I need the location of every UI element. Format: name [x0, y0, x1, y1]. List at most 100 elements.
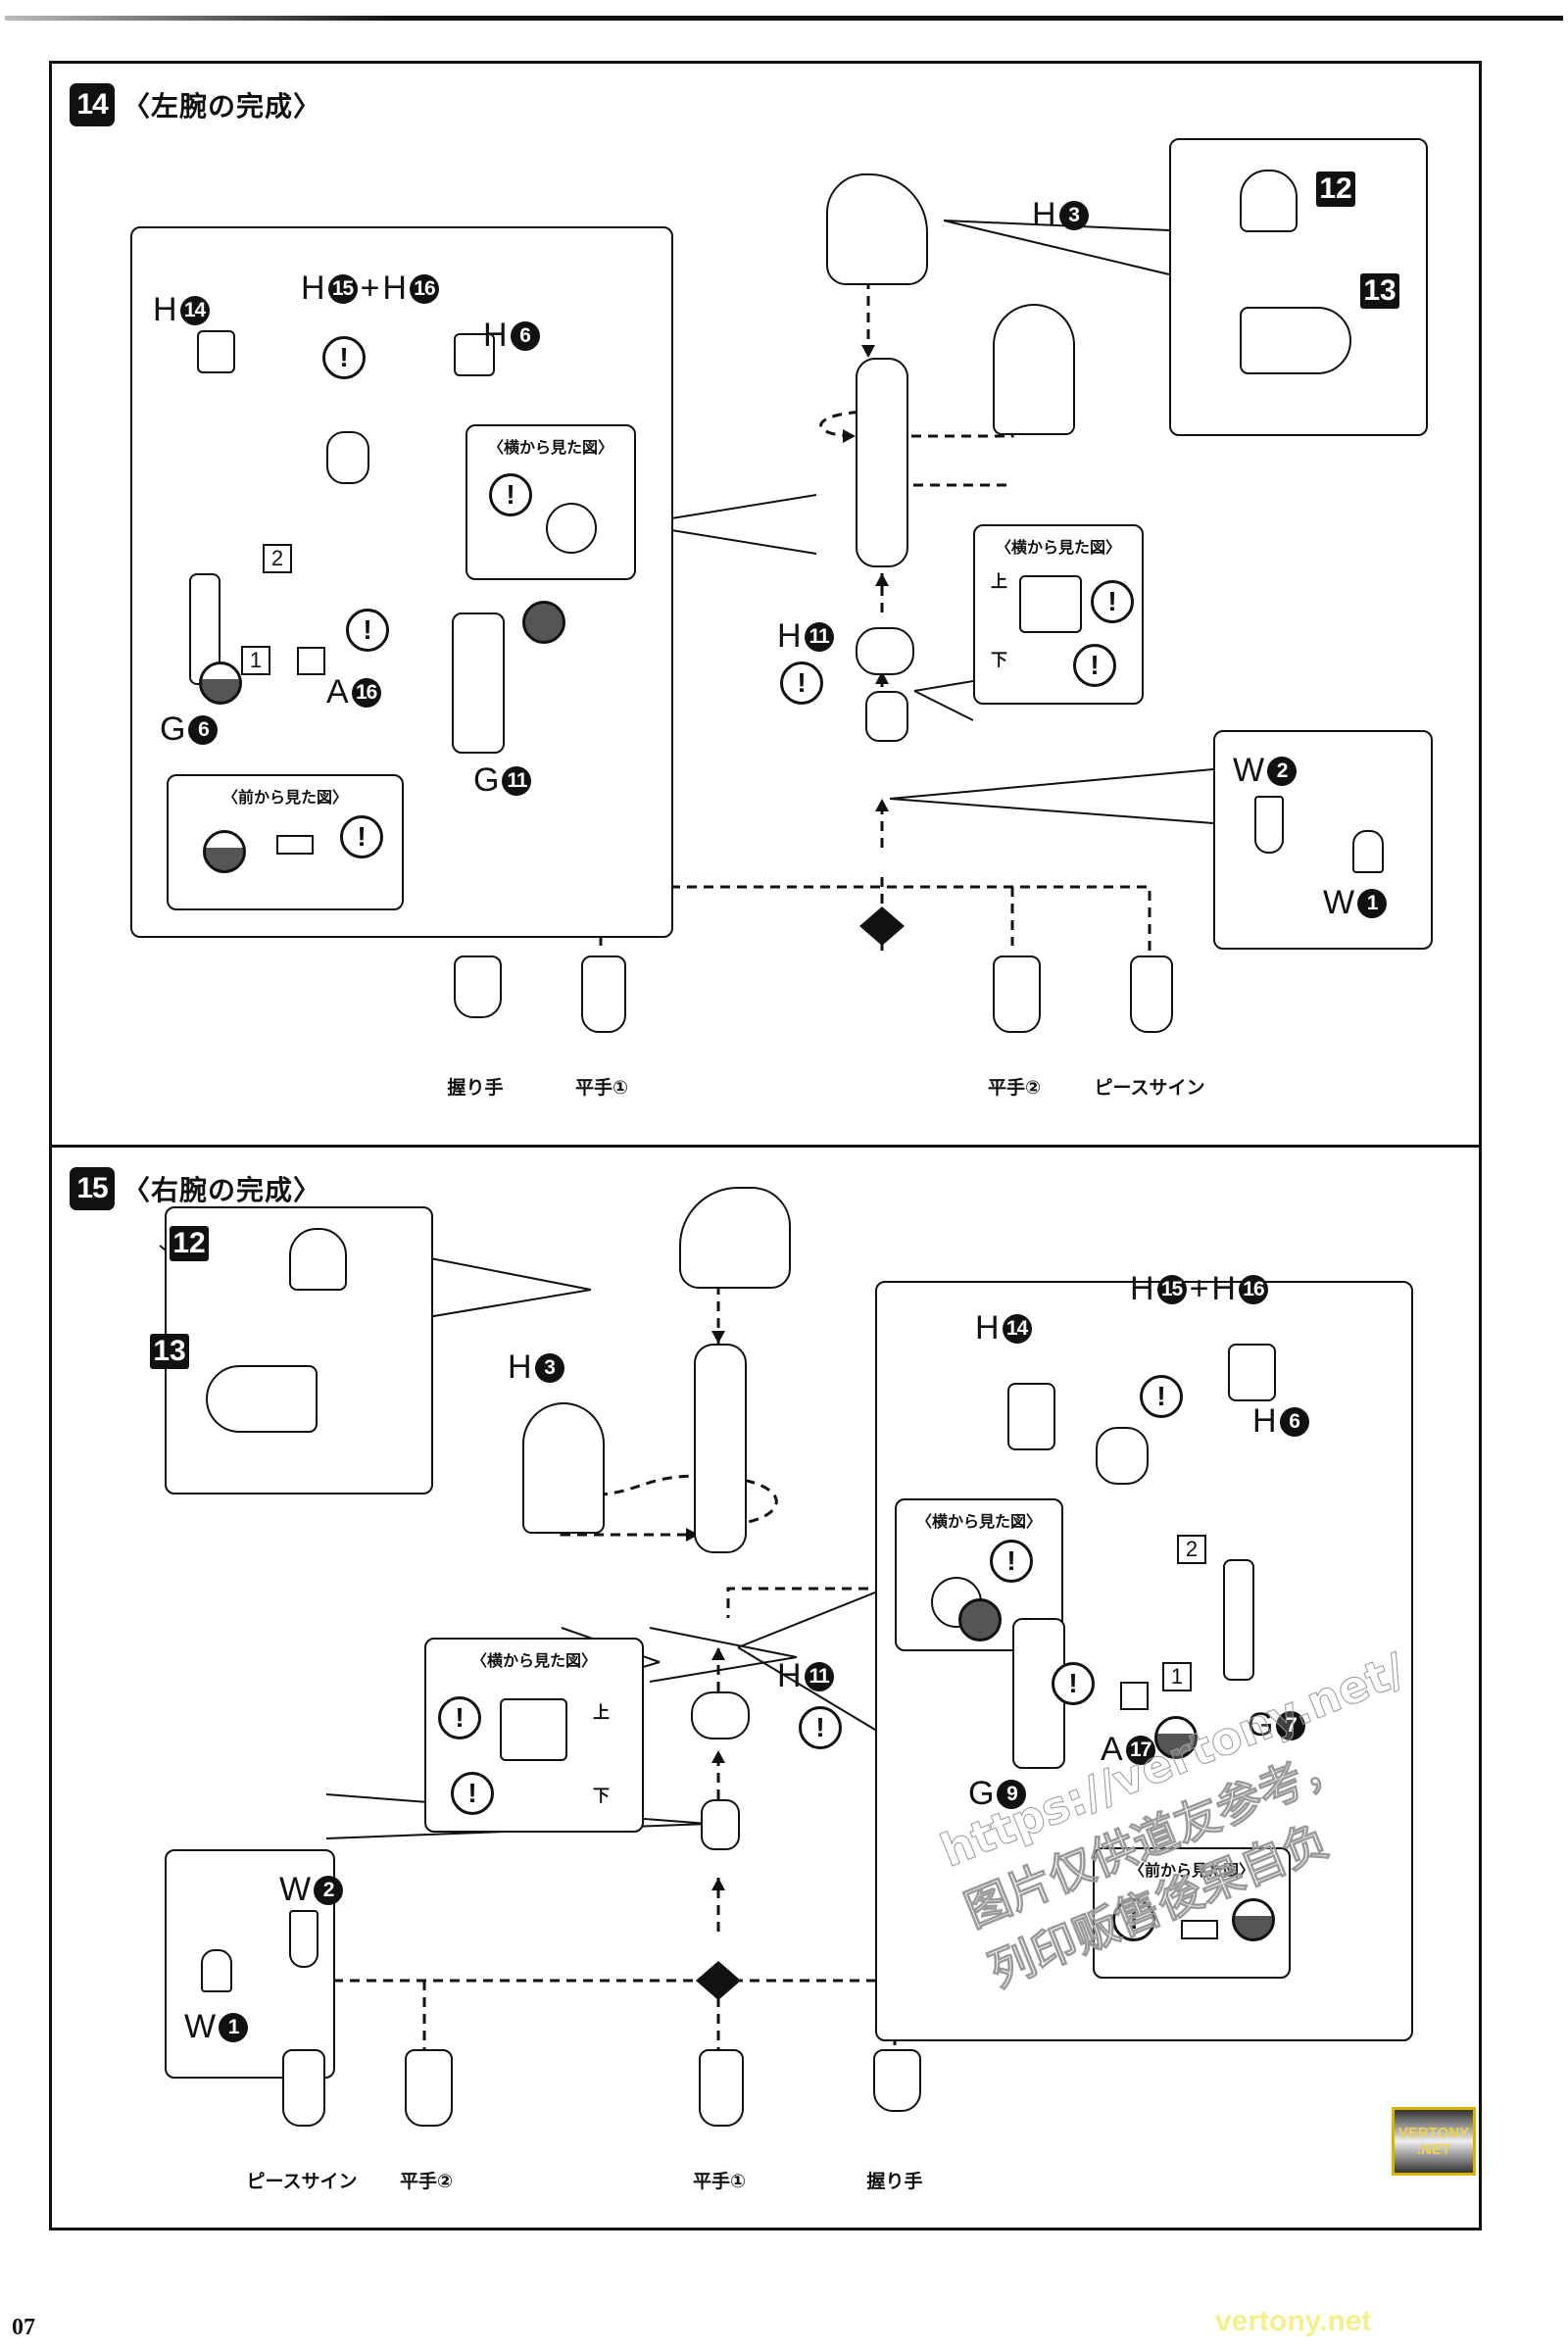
elbow-side-part [546, 503, 597, 554]
side-view-inset: 〈横から見た図〉 ! [895, 1498, 1063, 1651]
hand-fist-part [454, 956, 502, 1018]
side-view-title: 〈横から見た図〉 [915, 1512, 1042, 1531]
page-top-rule [5, 16, 1563, 21]
shoulder-detail-box [165, 1206, 433, 1494]
step-number: 14 [70, 83, 115, 126]
watermark-footer-url: vertony.net [1215, 2305, 1372, 2337]
sequence-2-tag: 2 [263, 544, 292, 573]
hand-label: 平手① [692, 2171, 747, 2192]
elbow-joint-part [326, 431, 369, 484]
warning-icon: ! [1073, 644, 1116, 687]
part-12-tag: 12 [1316, 172, 1355, 207]
hand-flat-2-part [405, 2049, 453, 2127]
joint-front-part [1181, 1920, 1218, 1939]
warning-icon: ! [799, 1706, 842, 1749]
step-header: 15 〈右腕の完成〉 [70, 1167, 321, 1210]
elbow-detail-box: 〈横から見た図〉 ! 〈前から見た図〉 ! [130, 226, 673, 938]
warning-icon: ! [489, 473, 532, 516]
warning-icon: ! [990, 1540, 1033, 1583]
forearm-part [856, 358, 908, 567]
part-13-tag: 13 [150, 1334, 189, 1369]
warning-icon: ! [1091, 580, 1134, 623]
sequence-1-tag: 1 [241, 646, 270, 675]
shoulder-armor-part [206, 1365, 318, 1433]
step-number: 15 [70, 1167, 115, 1210]
cuff-part [856, 627, 914, 675]
warning-icon: ! [340, 815, 383, 858]
cuff-side-part [1019, 575, 1082, 633]
warning-icon: ! [322, 336, 366, 379]
hand-peace-part [1130, 956, 1173, 1033]
hand-label: 握り手 [866, 2171, 923, 2192]
glue-point-icon [522, 601, 565, 644]
hand-flat-1-part [699, 2049, 744, 2127]
cut-gate-icon [1154, 1716, 1198, 1759]
top-label: 上 [991, 572, 1007, 592]
wrist-ball-part [201, 1949, 232, 1992]
shoulder-assembly-part [826, 173, 928, 285]
headphone-part [993, 304, 1075, 435]
warning-icon: ! [780, 662, 823, 705]
step-title: 〈左腕の完成〉 [122, 90, 322, 122]
step-14-panel: 14 〈左腕の完成〉 [49, 61, 1482, 1152]
step-title: 〈右腕の完成〉 [122, 1174, 322, 1206]
hand-peace-part [282, 2049, 325, 2127]
warning-icon: ! [1052, 1662, 1095, 1705]
shoulder-joint-part [1240, 170, 1298, 232]
glue-point-icon [958, 1598, 1002, 1642]
elbow-joint-part [1096, 1427, 1149, 1485]
joint-front-part [276, 835, 314, 855]
hand-flat-1-part [581, 956, 626, 1033]
front-view-inset: 〈前から見た図〉 ! [1093, 1847, 1291, 1979]
shoulder-armor-part [1240, 307, 1351, 374]
front-view-inset: 〈前から見た図〉 ! [167, 774, 404, 910]
warning-icon: ! [1112, 1898, 1155, 1941]
hand-label: 平手② [399, 2171, 454, 2192]
wrist-part [865, 691, 908, 742]
hand-fist-part [873, 2049, 921, 2112]
hand-flat-2-part [993, 956, 1041, 1033]
hand-label: ピースサイン [246, 2171, 358, 2192]
cut-gate-icon [199, 662, 242, 705]
part-12-tag: 12 [170, 1226, 209, 1261]
pivot-part [297, 647, 325, 675]
cuff-part [691, 1691, 750, 1740]
warning-icon: ! [438, 1696, 481, 1740]
elbow-cap-part [1228, 1344, 1276, 1401]
cut-gate-icon [203, 830, 246, 873]
cuff-side-view-box: 〈横から見た図〉 上 下 ! ! [424, 1638, 644, 1833]
shoulder-joint-part [289, 1228, 347, 1291]
side-view-inset: 〈横から見た図〉 ! [466, 424, 636, 580]
warning-icon: ! [451, 1772, 494, 1815]
shoulder-assembly-part [679, 1187, 791, 1289]
part-13-tag: 13 [1360, 273, 1399, 309]
front-view-title: 〈前から見た図〉 [1128, 1861, 1254, 1880]
step-15-panel: 15 〈右腕の完成〉 [49, 1145, 1482, 2230]
hand-label: 握り手 [447, 1077, 504, 1099]
wrist-part [701, 1799, 740, 1850]
wrist-socket-part [289, 1910, 318, 1968]
cuff-side-view-title: 〈横から見た図〉 [470, 1651, 597, 1670]
headphone-part [522, 1402, 605, 1534]
front-view-title: 〈前から見た図〉 [221, 788, 348, 807]
cuff-side-view-box: 〈横から見た図〉 上 下 ! ! [973, 524, 1144, 705]
warning-icon: ! [346, 609, 389, 652]
cuff-side-view-title: 〈横から見た図〉 [995, 538, 1121, 557]
hand-label: 平手① [574, 1077, 629, 1099]
forearm-part [694, 1344, 747, 1553]
wrist-socket-part [1254, 796, 1284, 854]
page-number: 07 [12, 2315, 35, 2340]
sequence-1-tag: 1 [1162, 1662, 1192, 1691]
step-header: 14 〈左腕の完成〉 [70, 83, 321, 126]
